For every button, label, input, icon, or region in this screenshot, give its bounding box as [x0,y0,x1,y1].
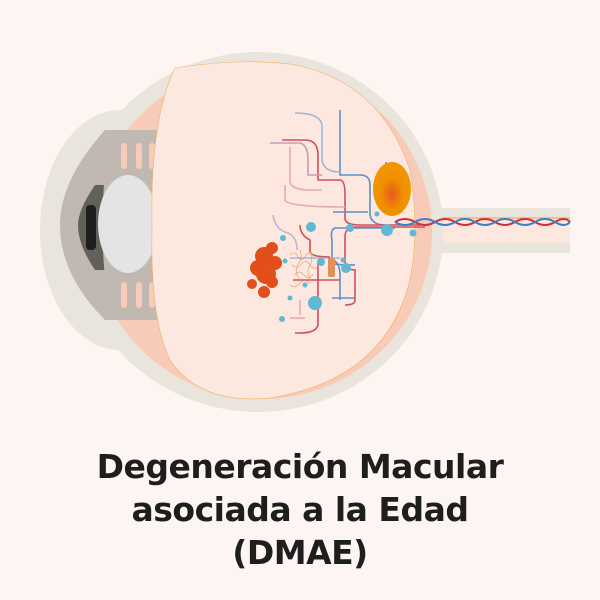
macula-lesion [373,162,411,216]
neovascularization [289,249,320,287]
optic-vessels [394,218,571,226]
title-line-2: asociada a la Edad [131,490,469,529]
vitreous [151,61,416,400]
title-line-1: Degeneración Macular [96,447,504,486]
ciliary-processes [121,143,155,308]
hemorrhage [247,242,282,298]
eye-illustration [40,52,571,412]
lens [98,175,158,273]
vessel-leak [328,258,335,277]
title-line-3: (DMAE) [232,533,368,572]
drusen [279,211,417,322]
